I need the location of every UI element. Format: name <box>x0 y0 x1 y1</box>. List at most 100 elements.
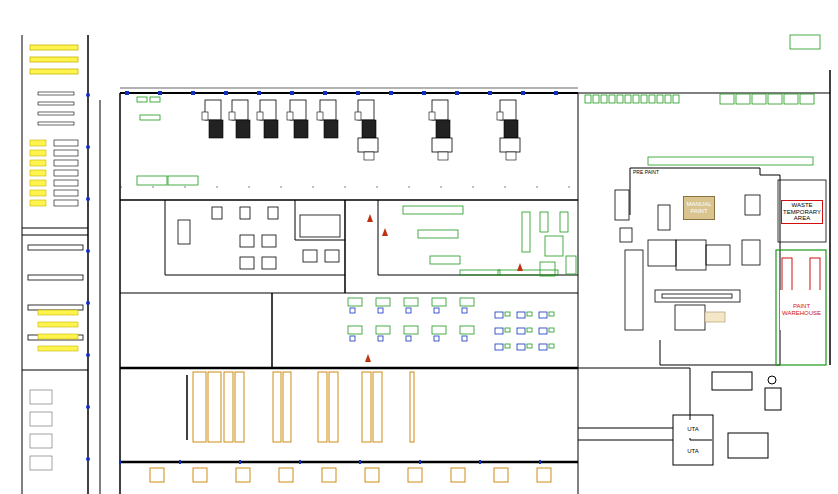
equipment-shape <box>549 328 554 332</box>
equipment-shape <box>527 312 532 316</box>
storage-rack <box>38 346 78 351</box>
storage-rack <box>273 372 281 442</box>
column <box>389 91 393 95</box>
equipment-shape <box>262 257 276 269</box>
machine <box>364 152 374 160</box>
equipment-shape <box>403 206 463 214</box>
equipment-shape <box>418 230 458 238</box>
machine <box>202 112 208 120</box>
equipment-shape <box>150 97 160 102</box>
paint-booth: MANUAL PAINT <box>683 196 715 220</box>
equipment-shape <box>673 95 679 103</box>
equipment-shape <box>300 215 340 237</box>
equipment-shape <box>540 212 548 232</box>
machine <box>429 112 435 120</box>
column <box>86 457 90 461</box>
equipment-shape <box>178 220 190 244</box>
equipment-shape <box>348 326 362 334</box>
equipment-shape <box>462 308 467 313</box>
extinguisher-symbol <box>517 263 523 271</box>
equipment-shape <box>745 195 760 215</box>
equipment-shape <box>325 250 339 262</box>
equipment-shape <box>460 326 474 334</box>
walls <box>22 35 830 494</box>
area-label: UTA <box>687 426 699 433</box>
machine <box>229 112 235 120</box>
machine <box>264 120 278 138</box>
equipment-shape <box>648 157 813 165</box>
equipment-shape <box>560 212 568 232</box>
storage-rack <box>318 372 327 442</box>
equipment-shape <box>268 207 278 219</box>
storage-rack <box>30 200 46 206</box>
machine <box>497 112 503 120</box>
paint-warehouse: PAINT WAREHOUSE <box>780 290 824 330</box>
equipment-shape <box>262 235 276 247</box>
equipment-shape <box>800 94 814 104</box>
column <box>479 460 481 464</box>
equipment-shape <box>615 190 629 220</box>
equipment-shape <box>539 344 547 350</box>
equipment-shape <box>432 298 446 306</box>
machine <box>257 112 263 120</box>
column <box>158 91 162 95</box>
area-label: UTA <box>687 448 699 455</box>
equipment-shape <box>140 115 160 120</box>
equipment-shape <box>406 308 411 313</box>
machine <box>432 138 452 152</box>
equipment-shape <box>633 95 639 103</box>
column <box>356 91 360 95</box>
equipment-shape <box>137 176 167 185</box>
equipment-shape <box>462 336 467 341</box>
equipment-shape <box>350 336 355 341</box>
equipment-shape <box>790 35 820 49</box>
equipment-shape <box>617 95 623 103</box>
equipment-shape <box>736 94 750 104</box>
equipment-shape <box>376 326 390 334</box>
column <box>455 91 459 95</box>
machine <box>358 138 378 152</box>
equipment-shape <box>625 250 643 330</box>
storage-rack <box>208 372 221 442</box>
equipment-shape <box>505 328 510 332</box>
equipment-shape <box>522 212 530 252</box>
column <box>521 91 525 95</box>
equipment-shape <box>137 97 147 102</box>
utility-box: UTA <box>676 442 710 460</box>
storage-rack <box>38 310 78 315</box>
equipment-shape <box>566 256 576 274</box>
storage-rack <box>193 372 206 442</box>
equipment-shape <box>676 240 706 270</box>
equipment-shape <box>540 262 555 276</box>
area-label: PAINT WAREHOUSE <box>780 303 824 316</box>
storage-rack <box>193 468 207 482</box>
equipment-shape <box>778 180 826 242</box>
desk <box>54 160 78 166</box>
equipment-shape <box>706 245 730 265</box>
storage-rack <box>451 468 465 482</box>
storage-rack <box>30 170 46 176</box>
column <box>224 91 228 95</box>
storage-rack <box>30 190 46 196</box>
column <box>191 91 195 95</box>
equipment-shape <box>240 207 250 219</box>
desk <box>38 92 74 95</box>
storage-rack <box>362 372 371 442</box>
storage-rack <box>30 140 46 146</box>
equipment-shape <box>527 344 532 348</box>
equipment-shape <box>495 328 503 334</box>
storage-rack <box>365 468 379 482</box>
equipment-shape <box>240 257 254 269</box>
equipment-shape <box>655 290 740 302</box>
desk <box>30 456 52 470</box>
storage-rack <box>283 372 291 442</box>
desk <box>28 335 83 340</box>
machine <box>236 120 250 138</box>
equipment-shape <box>517 344 525 350</box>
machine <box>438 152 448 160</box>
storage-rack <box>410 372 414 442</box>
equipment-shape <box>378 336 383 341</box>
equipment-shape <box>641 95 647 103</box>
column <box>419 460 421 464</box>
